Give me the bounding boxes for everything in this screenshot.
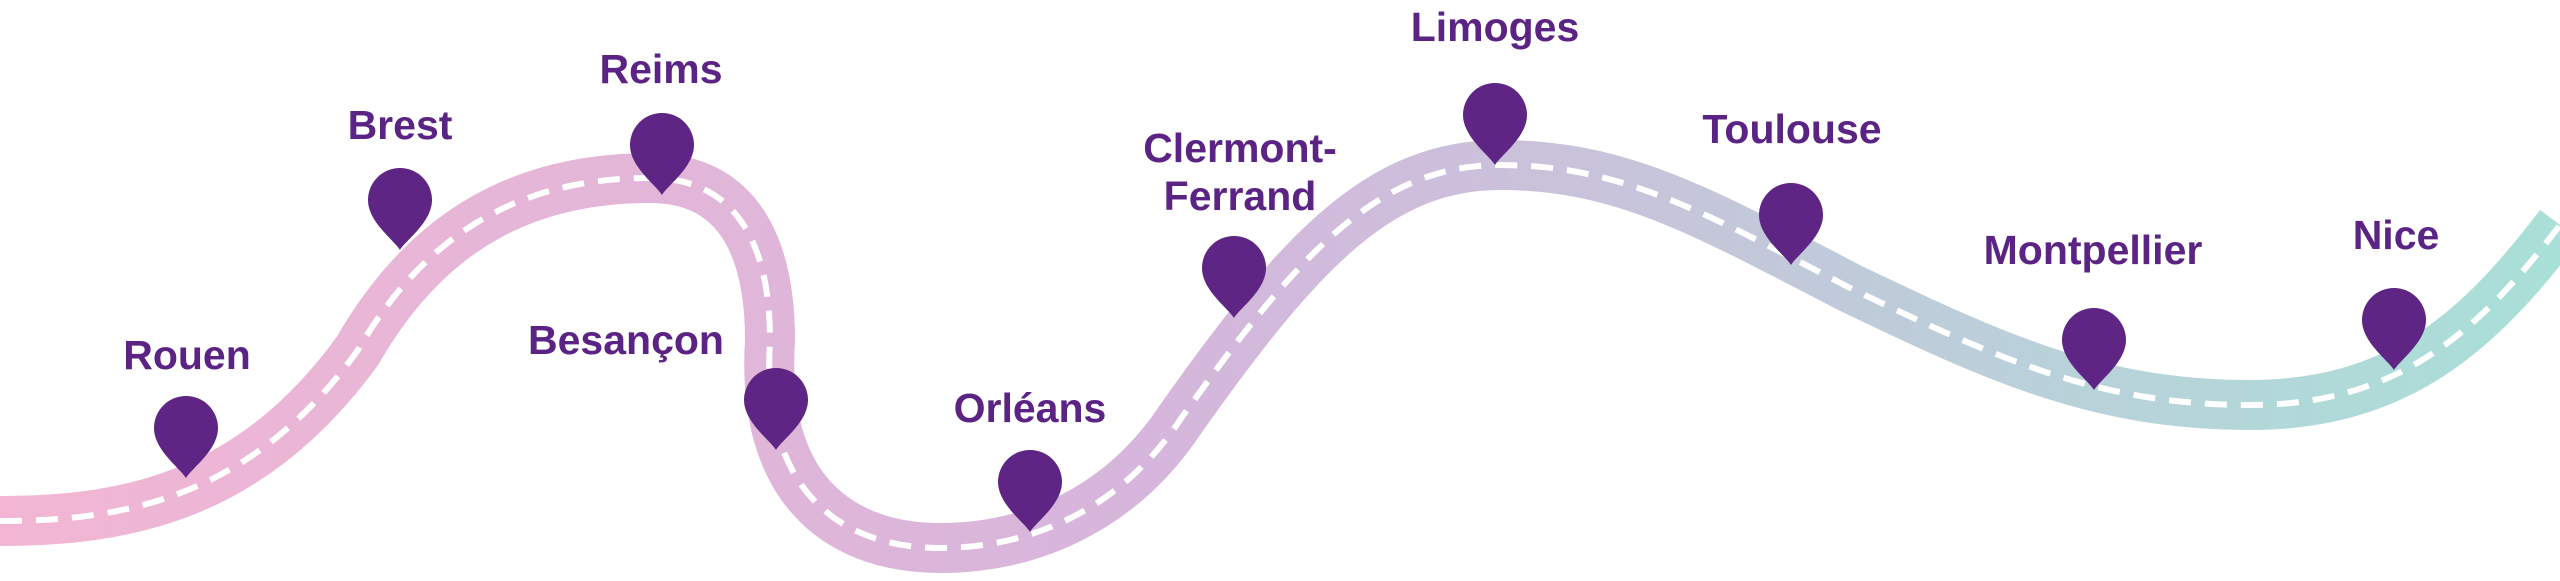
map-marker-icon [998,450,1062,532]
city-label: Nice [2353,212,2440,258]
stop-reims: Reims [599,46,723,195]
city-label: Besançon [528,317,724,363]
map-marker-icon [744,368,808,450]
stop-nice: Nice [2353,212,2440,370]
map-marker-icon [1463,83,1527,165]
stop-toulouse: Toulouse [1702,106,1882,265]
city-label: Ferrand [1164,173,1317,219]
map-marker-icon [368,168,432,250]
stop-rouen: Rouen [123,332,251,478]
map-marker-icon [2062,308,2126,390]
city-label: Reims [599,46,722,92]
stop-clermont-ferrand: Clermont-Ferrand [1143,125,1337,318]
city-label: Orléans [954,385,1107,431]
stop-limoges: Limoges [1411,4,1580,165]
map-marker-icon [630,113,694,195]
city-label: Rouen [123,332,251,378]
stop-montpellier: Montpellier [1984,227,2203,390]
map-marker-icon [1759,183,1823,265]
city-label: Toulouse [1702,106,1881,152]
city-label: Brest [348,102,453,148]
city-label: Limoges [1411,4,1580,50]
city-label: Montpellier [1984,227,2203,273]
map-marker-icon [154,396,218,478]
stop-brest: Brest [348,102,453,250]
stop-besancon: Besançon [528,317,808,450]
map-marker-icon [2362,288,2426,370]
city-label: Clermont- [1143,125,1337,171]
map-marker-icon [1202,236,1266,318]
stop-orleans: Orléans [954,385,1107,532]
road-center-dashes [0,161,2560,552]
